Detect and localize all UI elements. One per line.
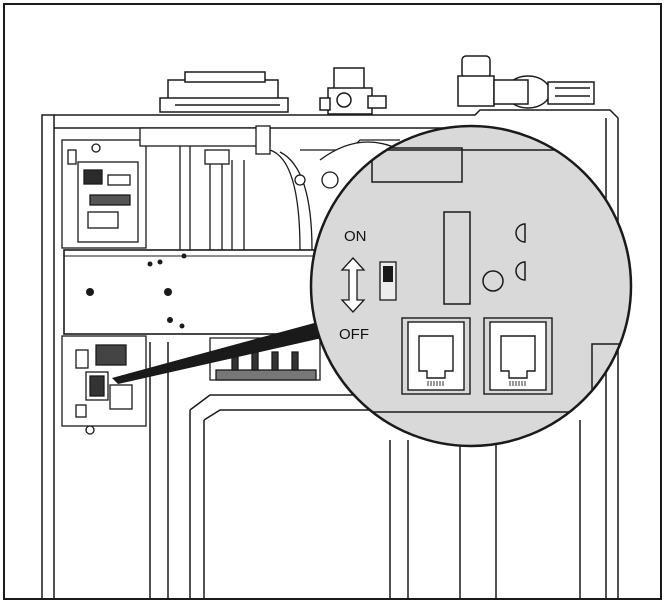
rj11-socket-icon bbox=[401, 317, 471, 395]
interior-components bbox=[139, 125, 401, 381]
front-bracket bbox=[63, 249, 327, 335]
bracket-screw bbox=[147, 261, 153, 267]
top-fittings bbox=[159, 55, 595, 115]
bracket-screw bbox=[86, 288, 94, 296]
callout-pointer bbox=[112, 322, 322, 384]
bracket-screw bbox=[179, 323, 185, 329]
bracket-screw bbox=[181, 253, 187, 259]
bracket-screw bbox=[164, 288, 172, 296]
toggle-switch-icon bbox=[379, 261, 397, 301]
off-label: OFF bbox=[339, 326, 369, 343]
double-arrow-icon bbox=[340, 257, 366, 313]
control-board bbox=[61, 139, 147, 435]
rj11-socket-icon bbox=[483, 317, 553, 395]
bracket-screw bbox=[157, 259, 163, 265]
bracket-screw bbox=[167, 317, 173, 323]
boiler-casing bbox=[41, 109, 619, 598]
on-label: ON bbox=[344, 228, 367, 245]
